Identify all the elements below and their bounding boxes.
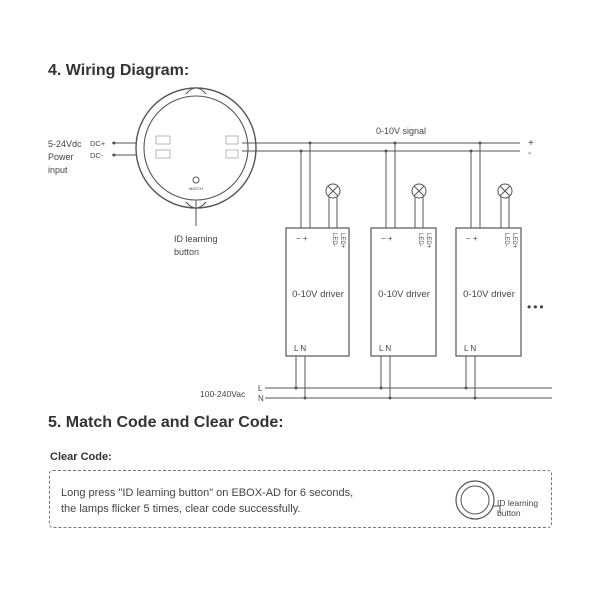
ac-N-label: N [258,394,264,403]
signal-minus-label: - [528,148,531,159]
driver-3-led-plus: LED+ [511,233,517,249]
signal-label: 0-10V signal [376,126,426,136]
id-learning-button-icon [455,480,501,520]
match-button-label: MATCH [189,186,203,191]
ac-L-label: L [258,384,263,393]
clear-code-heading: Clear Code: [50,451,112,463]
section-title-wiring-diagram: 4. Wiring Diagram: [48,62,190,79]
controller-device: MATCH [135,87,257,209]
driver-unit-3: − + LED- LED+ 0-10V driver L N [455,141,522,400]
lamp-icon [411,183,427,199]
dc-minus-label: DC- [90,151,104,160]
driver-3-led-minus: LED- [503,233,509,247]
clear-code-instruction-box: Long press "ID learning button" on EBOX-… [49,470,552,528]
ac-label: 100-240Vac [200,389,246,399]
driver-1-ac-terminals: L N [294,344,306,353]
instruction-line-2: the lamps flicker 5 times, clear code su… [61,503,301,515]
button-callout-line-2: button [174,247,199,257]
driver-1-dim-terminals: − + [296,234,308,243]
driver-3-label: 0-10V driver [463,289,515,300]
lamp-icon [325,183,341,199]
dc-plus-label: DC+ [90,139,106,148]
section-title-match-clear: 5. Match Code and Clear Code: [48,414,284,431]
icon-label-line-1: ID learning [497,498,538,508]
power-label-line-2: Power [48,152,74,162]
driver-2-label: 0-10V driver [378,289,430,300]
driver-1-label: 0-10V driver [292,289,344,300]
power-label-line-3: input [48,165,68,175]
icon-label-line-2: button [497,508,521,518]
driver-unit-2: − + LED- LED+ 0-10V driver L N [370,141,437,400]
driver-2-ac-terminals: L N [379,344,391,353]
lamp-icon [497,183,513,199]
button-callout-line-1: ID learning [174,234,218,244]
power-label-line-1: 5-24Vdc [48,139,82,149]
driver-2-led-minus: LED- [417,233,423,247]
driver-2-dim-terminals: − + [381,234,393,243]
driver-2-led-plus: LED+ [425,233,431,249]
driver-1-led-plus: LED+ [339,233,345,249]
clear-code-instructions: Long press "ID learning button" on EBOX-… [61,485,441,517]
signal-plus-label: + [528,138,534,149]
driver-unit-1: − + LED- LED+ 0-10V driver L N [285,141,350,400]
more-drivers-indicator: ••• [527,300,546,314]
match-button-icon[interactable] [192,176,200,184]
instruction-line-1: Long press "ID learning button" on EBOX-… [61,487,354,499]
driver-1-led-minus: LED- [331,233,337,247]
driver-3-ac-terminals: L N [464,344,476,353]
driver-3-dim-terminals: − + [466,234,478,243]
